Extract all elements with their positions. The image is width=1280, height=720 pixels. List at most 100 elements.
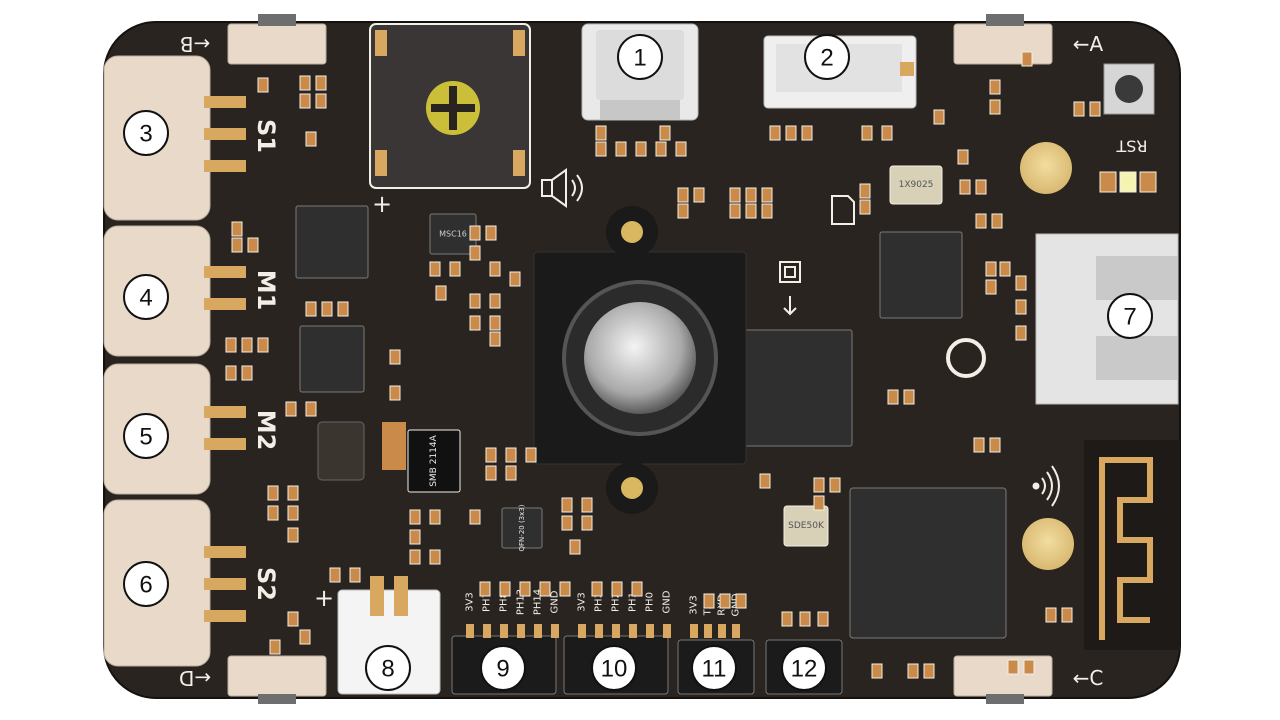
ic-regulator: SMB 2114A <box>407 429 461 493</box>
smd-part <box>659 125 671 141</box>
battery-connector <box>337 576 441 695</box>
flash-chip <box>879 231 963 319</box>
svg-text:QFN-20 (3x3): QFN-20 (3x3) <box>518 504 526 551</box>
smd-part <box>759 473 771 489</box>
wifi-icon <box>1032 465 1060 507</box>
smd-part <box>569 539 581 555</box>
test-pad-bottom <box>1022 518 1074 570</box>
smd-part <box>519 581 531 597</box>
callout-circle <box>480 645 526 691</box>
silk-label-m1: M1 <box>252 270 280 311</box>
header-11-pin <box>718 624 726 638</box>
svg-text:SDE50K: SDE50K <box>788 521 825 531</box>
callout-number: 9 <box>496 656 509 683</box>
callout-10: 10 <box>591 645 637 691</box>
smd-part <box>677 187 689 203</box>
silk-arrow-b: ←B <box>180 32 210 56</box>
smd-part <box>479 581 491 597</box>
test-pad-top <box>1020 142 1072 194</box>
smd-part <box>611 581 623 597</box>
callout-number: 10 <box>601 656 628 683</box>
smd-part <box>1021 51 1033 67</box>
joystick <box>533 206 747 514</box>
smd-part <box>813 495 825 511</box>
header-9-pin <box>534 624 542 638</box>
svg-text:MSC16: MSC16 <box>439 230 467 239</box>
status-leds <box>1099 171 1157 193</box>
smd-part <box>1089 101 1101 117</box>
chip-icon <box>779 261 801 316</box>
smd-part <box>287 505 299 521</box>
smd-part <box>429 549 441 565</box>
smd-part <box>231 221 243 237</box>
smd-part <box>1015 299 1027 315</box>
header-10-pin-label: PH3 <box>594 592 605 612</box>
callout-number: 11 <box>702 656 727 683</box>
smd-part <box>991 213 1003 229</box>
svg-text:SMB 2114A: SMB 2114A <box>429 434 439 486</box>
smd-part <box>729 187 741 203</box>
smd-part <box>881 125 893 141</box>
smd-part <box>305 131 317 147</box>
smd-part <box>1023 659 1035 675</box>
header-10-pin-label: PH0 <box>645 592 656 612</box>
smd-part <box>247 237 259 253</box>
smd-part <box>561 515 573 531</box>
header-10-pin-label: 3V3 <box>577 592 588 612</box>
smd-part <box>489 261 501 277</box>
smd-part <box>269 639 281 655</box>
smd-part <box>505 447 517 463</box>
callout-number: 5 <box>139 424 152 451</box>
smd-part <box>985 261 997 277</box>
header-10-pin <box>663 624 671 638</box>
smd-part <box>903 389 915 405</box>
smd-part <box>745 187 757 203</box>
smd-part <box>801 125 813 141</box>
smd-part <box>299 93 311 109</box>
smd-part <box>485 447 497 463</box>
callout-number: 4 <box>139 285 152 312</box>
smd-part <box>1015 325 1027 341</box>
callout-circle <box>617 34 663 80</box>
header-9-pin-label: 3V3 <box>465 592 476 612</box>
smd-part <box>225 365 237 381</box>
smd-part <box>449 261 461 277</box>
svg-text:1X9025: 1X9025 <box>899 180 934 190</box>
smd-part <box>1015 275 1027 291</box>
smd-part <box>321 301 333 317</box>
header-10-pin <box>629 624 637 638</box>
smd-part <box>469 245 481 261</box>
smd-part <box>817 611 829 627</box>
callout-circle <box>123 274 169 320</box>
callout-circle <box>123 110 169 156</box>
silk-arrow-a: ←A <box>1073 32 1104 56</box>
smd-part <box>389 349 401 365</box>
header-9-pin <box>551 624 559 638</box>
callout-2: 2 <box>804 34 850 80</box>
callout-number: 3 <box>139 121 152 148</box>
smd-part <box>285 401 297 417</box>
smd-part <box>871 663 883 679</box>
callout-4: 4 <box>123 274 169 320</box>
header-9-pin-label: PH8 <box>499 592 510 612</box>
callout-number: 12 <box>791 656 818 683</box>
smd-part <box>329 567 341 583</box>
header-11-pin-label: 3V3 <box>689 595 700 615</box>
smd-part <box>1061 607 1073 623</box>
smd-part <box>505 465 517 481</box>
smd-part <box>485 225 497 241</box>
header-10-pin-label: PH2 <box>611 592 622 612</box>
speaker-icon <box>541 168 583 208</box>
header-10-pin <box>646 624 654 638</box>
smd-part <box>631 581 643 597</box>
callout-5: 5 <box>123 413 169 459</box>
smd-part <box>973 437 985 453</box>
callout-number: 6 <box>139 572 152 599</box>
inductor <box>317 421 365 481</box>
ic-qfn-mid-left <box>299 325 365 393</box>
header-9-pin-label: PH14 <box>533 589 544 615</box>
smd-part <box>429 261 441 277</box>
ic-qfn-top-left <box>295 205 369 279</box>
smd-part <box>859 183 871 199</box>
